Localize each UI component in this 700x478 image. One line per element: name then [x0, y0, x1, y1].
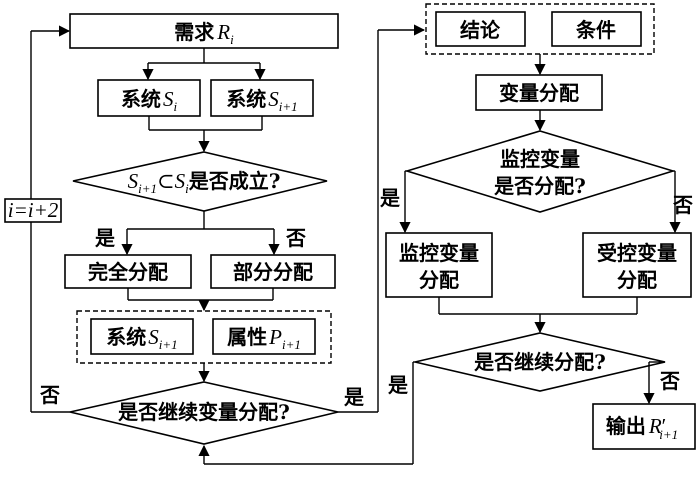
svg-text:部分分配: 部分分配 — [233, 260, 313, 284]
left-output-group: 系统Si+1 属性Pi+1 — [76, 310, 332, 364]
svg-text:属性Pi+1: 属性Pi+1 — [227, 325, 301, 352]
full-allocation-box: 完全分配 — [64, 254, 192, 289]
continue-allocation-decision-diamond: 是否继续分配? — [414, 332, 666, 392]
decision1-no-label: 否 — [285, 226, 306, 250]
svg-text:受控变量: 受控变量 — [597, 241, 677, 265]
right-input-group: 结论 条件 — [425, 3, 655, 55]
svg-text:分配: 分配 — [617, 268, 657, 292]
system-i-box: 系统Si — [97, 79, 201, 117]
svg-text:是否分配?: 是否分配? — [493, 174, 586, 198]
loop-increment-box: i=i+2 — [4, 198, 62, 223]
controlled-allocation-box: 受控变量 分配 — [582, 232, 692, 298]
decision1-yes-label: 是 — [94, 226, 115, 250]
continue-yes-connector — [198, 361, 415, 465]
svg-text:变量分配: 变量分配 — [499, 81, 579, 105]
continue-no-connector — [643, 361, 665, 405]
svg-text:监控变量: 监控变量 — [399, 241, 479, 265]
monitor-yes-label: 是 — [379, 186, 400, 210]
connector-alloc-continue — [438, 297, 638, 334]
to-right-flow-connector — [338, 24, 426, 413]
connector-monitor-branches — [399, 170, 681, 234]
svg-text:结论: 结论 — [460, 18, 501, 42]
connector-decision1-branches — [121, 211, 280, 256]
continue-no-label: 否 — [659, 369, 680, 393]
svg-text:是否继续变量分配?: 是否继续变量分配? — [117, 400, 290, 424]
svg-text:完全分配: 完全分配 — [88, 260, 168, 284]
loop-back-connector — [30, 25, 71, 413]
variable-allocation-box: 变量分配 — [475, 74, 603, 111]
svg-text:i=i+2: i=i+2 — [8, 198, 59, 222]
svg-text:监控变量: 监控变量 — [500, 147, 580, 171]
demand-label: 需求 — [174, 20, 215, 44]
svg-text:条件: 条件 — [576, 18, 616, 42]
monitor-allocation-box: 监控变量 分配 — [385, 232, 493, 298]
output-system-box: 系统Si+1 — [90, 318, 194, 355]
system-i1-box: 系统Si+1 — [210, 79, 314, 117]
monitor-decision-diamond: 监控变量 是否分配? — [404, 130, 676, 213]
decision2-yes-label: 是 — [343, 385, 364, 409]
partial-allocation-box: 部分分配 — [210, 254, 336, 289]
connector-alloc-output — [127, 288, 274, 312]
output-attribute-box: 属性Pi+1 — [212, 318, 316, 355]
connector-systems-decision1 — [148, 116, 263, 153]
connector-demand-systems — [142, 48, 266, 81]
svg-text:输出R′i+1: 输出R′i+1 — [606, 414, 678, 442]
decision2-no-label: 否 — [39, 383, 60, 407]
svg-text:系统Si+1: 系统Si+1 — [106, 325, 177, 352]
continue-yes-label: 是 — [387, 373, 408, 397]
subset-decision-diamond: Si+1⊂Si是否成立? — [72, 151, 328, 212]
svg-text:系统Si: 系统Si — [121, 87, 178, 114]
svg-text:Si+1⊂Si是否成立?: Si+1⊂Si是否成立? — [128, 169, 281, 196]
monitor-no-label: 否 — [672, 193, 693, 217]
svg-text:分配: 分配 — [419, 268, 459, 292]
svg-text:系统Si+1: 系统Si+1 — [226, 87, 297, 114]
continue-variable-decision-diamond: 是否继续变量分配? — [69, 381, 339, 445]
svg-text:是否继续分配?: 是否继续分配? — [473, 350, 606, 374]
conclusion-box: 结论 — [435, 11, 526, 47]
condition-box: 条件 — [551, 11, 642, 47]
